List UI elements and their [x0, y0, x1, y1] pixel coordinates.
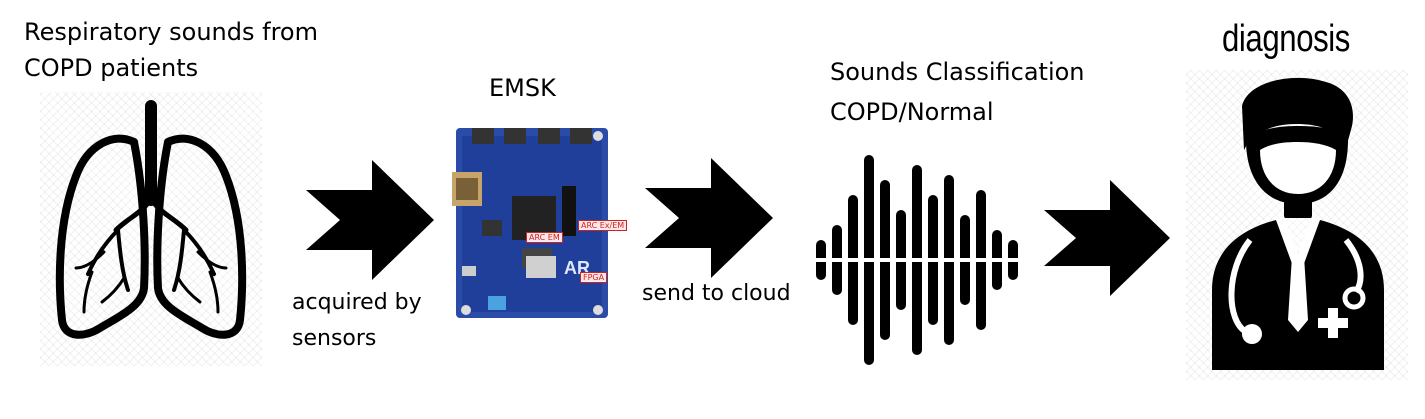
lungs-icon: [55, 100, 247, 339]
board-label-arc-ex-em: ARC Ex/EM: [578, 220, 628, 231]
classify-title-line1: Sounds Classification: [830, 58, 1085, 86]
device-title: EMSK: [489, 74, 556, 102]
source-title: Respiratory sounds from COPD patients: [24, 14, 318, 86]
arrow-1-label-line1: acquired by: [292, 290, 422, 315]
arrow-1-label: acquired by sensors: [292, 285, 422, 357]
classify-title: Sounds Classification COPD/Normal: [830, 54, 1085, 130]
arrow-2-label-line1: send to cloud: [642, 281, 791, 306]
arrow-2-label: send to cloud: [642, 276, 791, 312]
board-label-fpga: FPGA: [580, 272, 608, 283]
circuit-board-photo: AR ARC EM ARC Ex/EM FPGA: [452, 126, 628, 321]
arrow-right-icon: [645, 158, 773, 278]
source-title-line2: COPD patients: [24, 54, 199, 82]
classify-title-line2: COPD/Normal: [830, 98, 994, 126]
sound-wave-icon: [812, 155, 1024, 365]
doctor-panel: [1186, 70, 1408, 380]
doctor-icon: [1212, 77, 1384, 370]
result-title: diagnosis: [1222, 18, 1350, 60]
arrow-right-icon: [306, 160, 434, 280]
lungs-panel: [40, 92, 262, 366]
source-title-line1: Respiratory sounds from: [24, 18, 318, 46]
arrow-right-icon: [1044, 180, 1170, 296]
board-label-arc-em: ARC EM: [526, 232, 563, 243]
arrow-1-label-line2: sensors: [292, 326, 377, 351]
sound-wave-midline: [812, 258, 1024, 262]
